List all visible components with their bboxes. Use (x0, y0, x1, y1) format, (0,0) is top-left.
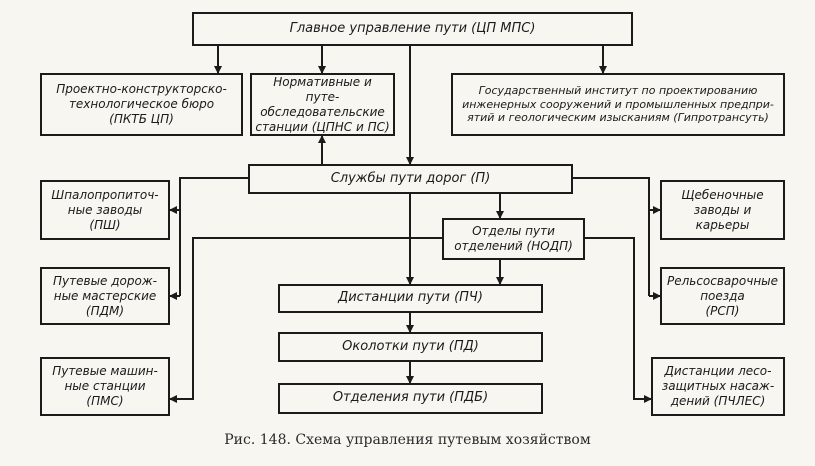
box-design-bureau: Проектно-конструкторско- технологическое… (40, 73, 243, 136)
box-forest-distances-label: Дистанции лесо- защитных насаж- дений (П… (661, 364, 775, 408)
box-norm-stations-label: Нормативные и путе- обследовательские ст… (255, 74, 390, 134)
box-forest-distances: Дистанции лесо- защитных насаж- дений (П… (651, 357, 785, 416)
box-road-services-label: Службы пути дорог (П) (330, 170, 491, 186)
box-road-services: Службы пути дорог (П) (248, 164, 573, 194)
box-giprotransput-label: Государственный институт по проектирован… (462, 83, 774, 125)
box-sleeper-plants-label: Шпалопропиточ- ные заводы (ПШ) (51, 187, 159, 232)
box-main-track-directorate: Главное управление пути (ЦП МПС) (192, 12, 633, 46)
box-division-depts-label: Отделы пути отделений (НОДП) (454, 224, 573, 253)
box-sleeper-plants: Шпалопропиточ- ные заводы (ПШ) (40, 180, 170, 240)
box-norm-stations: Нормативные и путе- обследовательские ст… (250, 73, 395, 136)
box-track-distances: Дистанции пути (ПЧ) (278, 284, 543, 313)
box-track-departments-label: Отделения пути (ПДБ) (332, 390, 489, 406)
box-track-departments: Отделения пути (ПДБ) (278, 383, 543, 414)
box-rail-welding: Рельсосварочные поезда (РСП) (660, 267, 785, 325)
box-road-workshops-label: Путевые дорож- ные мастерские (ПДМ) (53, 273, 157, 318)
box-track-distances-label: Дистанции пути (ПЧ) (338, 290, 483, 306)
box-rail-welding-label: Рельсосварочные поезда (РСП) (666, 273, 779, 318)
line-division-to-machine-stations (169, 237, 442, 403)
box-machine-stations: Путевые машин- ные станции (ПМС) (40, 357, 170, 416)
box-track-sections: Околотки пути (ПД) (278, 332, 543, 362)
box-design-bureau-label: Проектно-конструкторско- технологическое… (56, 82, 227, 126)
branch-left-road-services (169, 177, 248, 214)
figure-caption: Рис. 148. Схема управления путевым хозяй… (224, 432, 591, 448)
box-gravel-plants: Щебеночные заводы и карьеры (660, 180, 785, 240)
box-giprotransput: Государственный институт по проектирован… (451, 73, 785, 136)
box-track-sections-label: Околотки пути (ПД) (342, 338, 479, 354)
line-division-to-forest-distances (585, 237, 652, 403)
box-division-depts: Отделы пути отделений (НОДП) (442, 218, 585, 260)
box-main-label: Главное управление пути (ЦП МПС) (289, 20, 536, 36)
box-road-workshops: Путевые дорож- ные мастерские (ПДМ) (40, 267, 170, 325)
box-machine-stations-label: Путевые машин- ные станции (ПМС) (52, 364, 158, 408)
box-gravel-plants-label: Щебеночные заводы и карьеры (681, 187, 764, 232)
branch-right-road-services (573, 177, 661, 214)
